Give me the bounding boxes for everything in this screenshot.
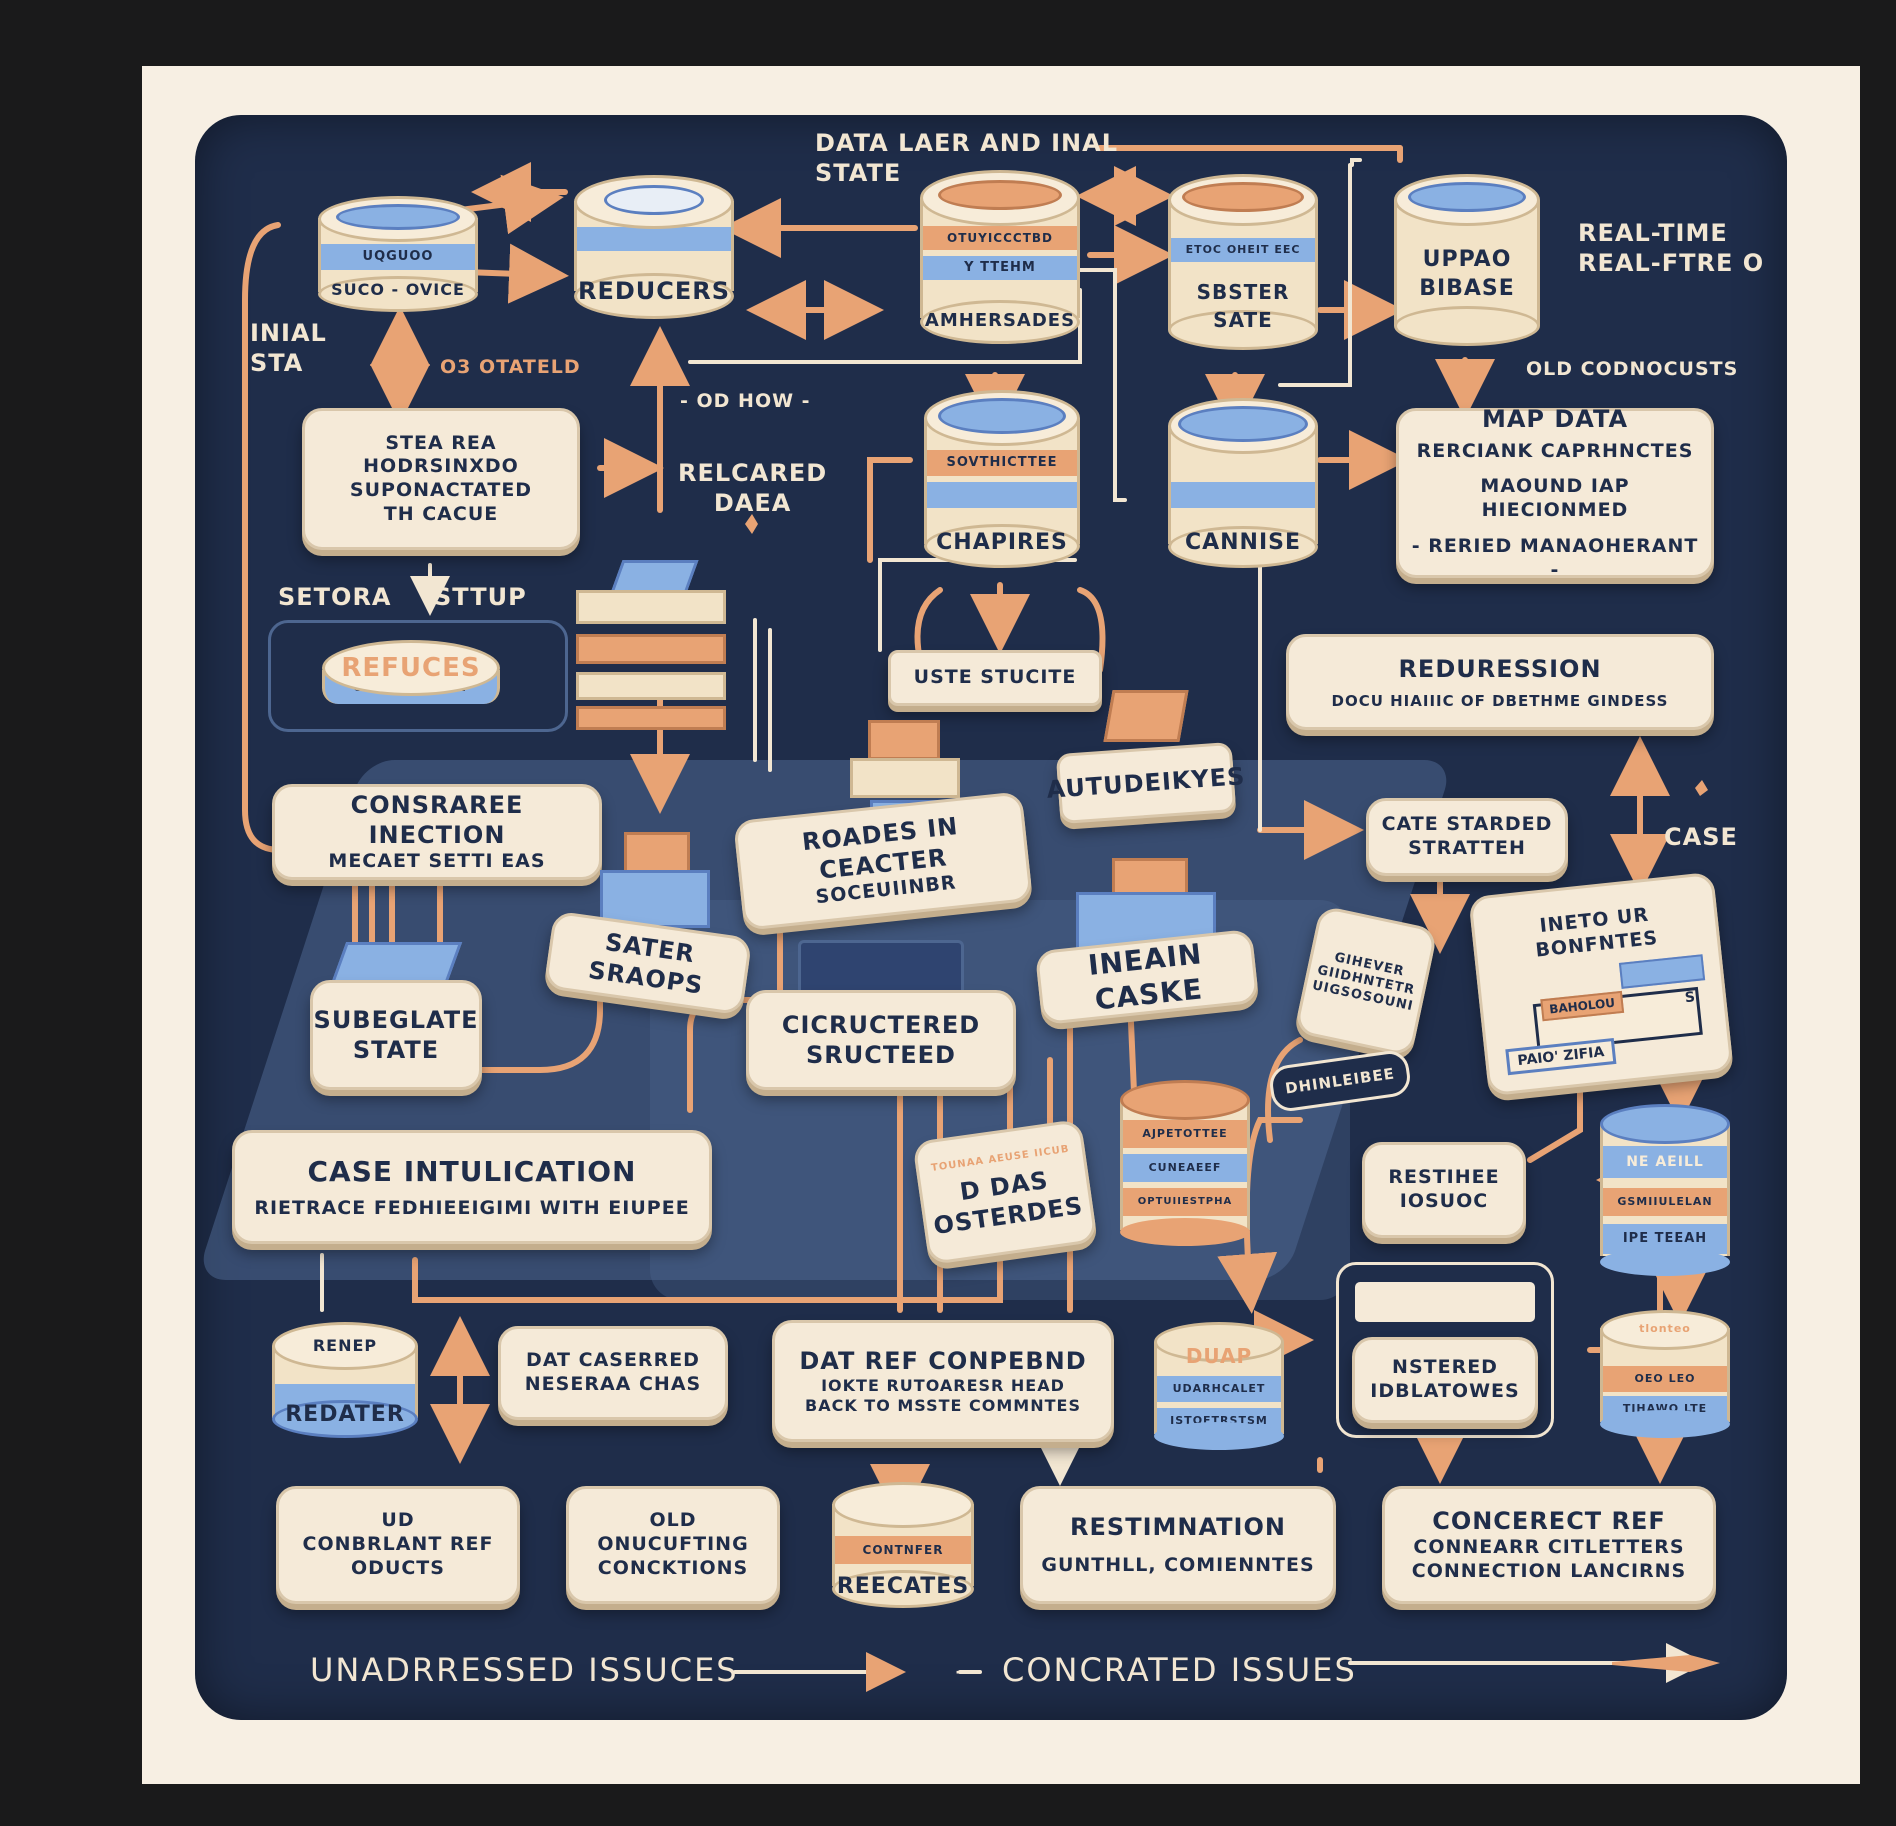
footer-concrated: CONCRATED ISSUES <box>1002 1651 1357 1689</box>
case-label: CASE <box>1664 823 1738 851</box>
map-data-box: MAP DATA RERCIANK CAPRHNCTES MAOUND IAP … <box>1396 405 1714 581</box>
cicructered-box: CICRUCTERED SRUCTEED <box>746 990 1016 1090</box>
concerect-box: CONCERECT REF CONNEARR CITLETTERS CONNEC… <box>1382 1486 1716 1604</box>
footer-dash: - <box>955 1651 968 1689</box>
center-stack-cylinder: AJPETOTTEE CUNEAEEF OPTUIIESTPHA <box>1120 1080 1250 1248</box>
right-stack-cylinder-top: NE AEILL GSMIIULELAN IPE TEEAH <box>1600 1104 1730 1276</box>
stea-rea-box: STEA REA HODRSINXDO SUPONACTATED TH CACU… <box>302 408 580 550</box>
orange-block <box>1103 690 1189 742</box>
cylinder-amhersades: OTUYICCCTBD Y TTEHM AMHERSADES <box>920 170 1080 348</box>
setora-label: SETORA <box>278 583 392 611</box>
sater-block <box>600 832 710 928</box>
nstered-box: NSTERED IDBLATOWES <box>1352 1337 1538 1423</box>
diagram-header: DATA LAER AND INAL STATE <box>815 129 1118 187</box>
dat-casered-box: DAT CASERRED NESERAA CHAS <box>498 1326 728 1420</box>
cylinder-renep-redater: RENEP REDATER <box>272 1322 418 1440</box>
sttup-label: STTUP <box>434 583 527 611</box>
od-das-box: TOUNAA AEUSE IICUB D DAS OSTERDES <box>912 1118 1098 1266</box>
autudeikyes-box: AUTUDEIKYES <box>1046 741 1246 825</box>
old-onucufting-box: OLD ONUCUFTING CONCKTIONS <box>566 1486 780 1604</box>
cylinder-duap: UDARHCALET ISTQETRSTSM DUAP <box>1154 1322 1284 1454</box>
stacked-layers-icon <box>576 560 726 730</box>
real-time-label: REAL-TIME REAL-FTRE O <box>1578 219 1765 277</box>
dat-ref-box: DAT REF CONPEBND IOKTE RUTOARESR HEAD BA… <box>772 1320 1114 1442</box>
cylinder-cannise: CANNISE <box>1168 398 1318 570</box>
cylinder-reducers: REDUCERS <box>574 175 734 325</box>
ineto-ur-mark: S <box>1684 988 1696 1006</box>
restihee-box: RESTIHEE IOSUOC <box>1362 1142 1526 1238</box>
ineto-ur-panel: INETO UR BONFNTES BAHOLOU S PAIO' ZIFIA <box>1468 871 1734 1097</box>
initial-state-label: INIAL STA <box>250 319 327 377</box>
relcared-daea-label: RELCARED DAEA <box>678 459 828 517</box>
od-how-label: - OD HOW - <box>680 390 811 412</box>
ineto-ur-tag2: PAIO' ZIFIA <box>1505 1037 1617 1075</box>
ob-stateld-label: O3 OTATELD <box>440 356 581 378</box>
footer-unaddressed: UNADRRESSED ISSUCES <box>310 1651 739 1689</box>
uste-strucite-box: USTE STUCITE <box>888 650 1102 706</box>
cylinder-chapires: SOVTHICTTEE CHAPIRES <box>924 390 1080 570</box>
cate-starded-box: CATE STARDED STRATTEH <box>1366 798 1568 876</box>
nstered-input-bar <box>1352 1279 1538 1325</box>
cylinder-uppao-bibase: UPPAO BIBASE <box>1394 174 1540 350</box>
cylinder-suco-ovice: UQGUOO SUCO - OVICE <box>318 196 478 314</box>
subeglate-box: SUBEGLATE STATE <box>310 980 482 1090</box>
cylinder-sbster-sate: ETOC OHEIT EEC SBSTER SATE <box>1168 174 1318 354</box>
right-stack-cylinder-bottom: OEO LEO TIHAWO LTE tlonteo <box>1600 1310 1730 1440</box>
case-intulication-box: CASE INTULICATION RIETRACE FEDHIEEIGIMI … <box>232 1130 712 1244</box>
old-condnocusts-label: OLD CODNOCUSTS <box>1526 358 1739 380</box>
cylinder-refuces: UEESIIONSHT REFUCES <box>322 640 500 722</box>
restimnation-box: RESTIMNATION GUNTHLL, COMIENNTES <box>1020 1486 1336 1604</box>
ineto-ur-blue-tag <box>1618 953 1706 989</box>
constraree-box: CONSRAREE INECTION MECAET SETTI EAS <box>272 784 602 880</box>
nstered-panel: NSTERED IDBLATOWES <box>1336 1262 1554 1438</box>
ud-conbrlant-box: UD CONBRLANT REF ODUCTS <box>276 1486 520 1604</box>
cylinder-reecates: CONTNFER REECATES <box>832 1482 974 1610</box>
redurssion-box: REDURESSION DOCU HIAIIIC OF DBETHME GIND… <box>1286 634 1714 730</box>
